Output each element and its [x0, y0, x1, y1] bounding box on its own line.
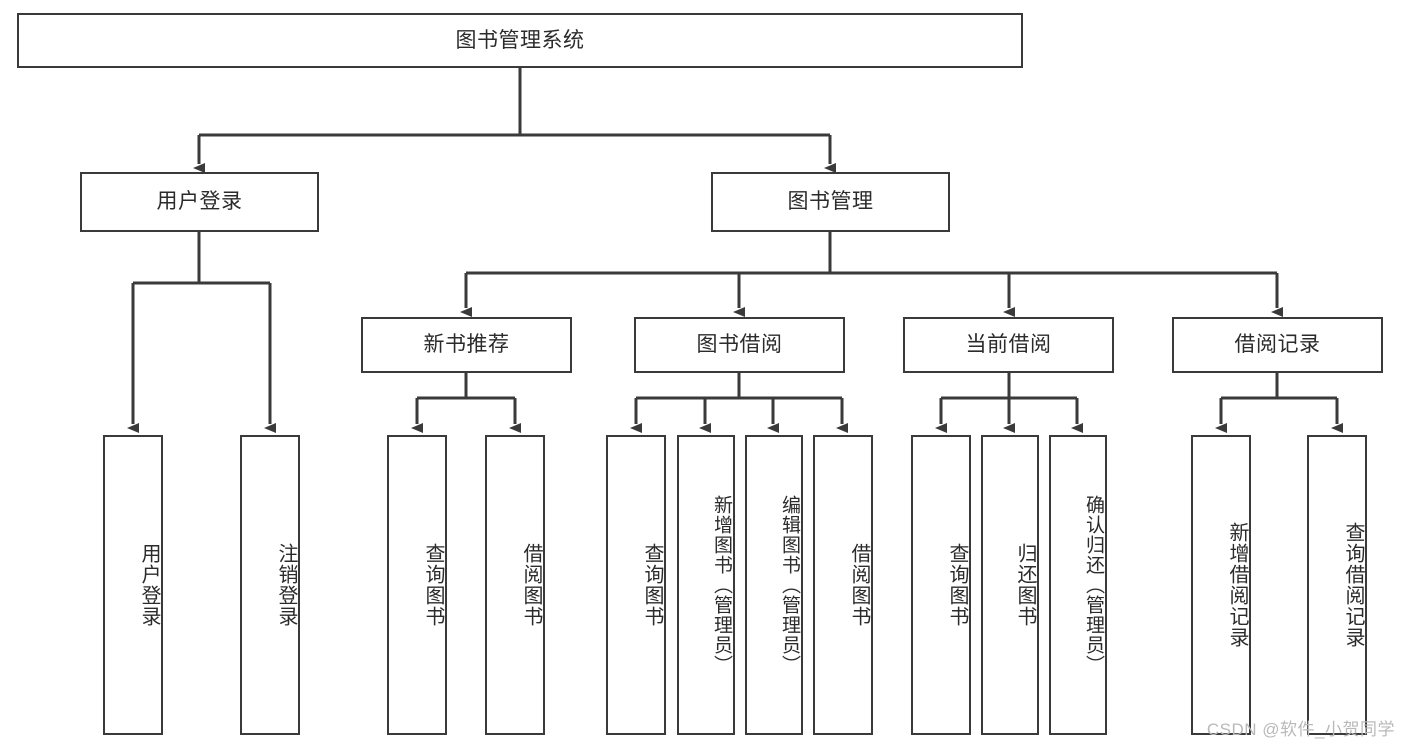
node-leaf-query-book-3[interactable]: 查询图书 [911, 435, 971, 735]
node-leaf-edit-book-label: 编辑图书（管理员） [779, 495, 800, 675]
node-user-login-label: 用户登录 [156, 190, 243, 214]
node-root[interactable]: 图书管理系统 [17, 13, 1023, 68]
node-leaf-add-book-label: 新增图书（管理员） [711, 495, 732, 675]
node-borrow-record[interactable]: 借阅记录 [1172, 317, 1383, 373]
node-leaf-add-book[interactable]: 新增图书（管理员） [677, 435, 735, 735]
node-leaf-logout-login-label: 注销登录 [275, 543, 297, 627]
node-leaf-query-book-1-label: 查询图书 [422, 543, 444, 627]
node-leaf-query-record-label: 查询借阅记录 [1342, 522, 1364, 648]
node-user-login[interactable]: 用户登录 [80, 172, 319, 232]
node-leaf-borrow-book-1[interactable]: 借阅图书 [485, 435, 545, 735]
node-leaf-borrow-book-1-label: 借阅图书 [520, 543, 542, 627]
node-leaf-user-login-label: 用户登录 [138, 543, 160, 627]
node-leaf-edit-book[interactable]: 编辑图书（管理员） [745, 435, 803, 735]
node-leaf-query-book-3-label: 查询图书 [946, 543, 968, 627]
node-leaf-add-record-label: 新增借阅记录 [1226, 522, 1248, 648]
node-leaf-return-book[interactable]: 归还图书 [981, 435, 1039, 735]
node-leaf-user-login[interactable]: 用户登录 [103, 435, 163, 735]
node-leaf-logout-login[interactable]: 注销登录 [240, 435, 300, 735]
node-leaf-return-book-label: 归还图书 [1014, 543, 1036, 627]
node-current-borrow[interactable]: 当前借阅 [903, 317, 1114, 373]
node-book-borrow-label: 图书借阅 [696, 333, 783, 357]
node-leaf-borrow-book-2[interactable]: 借阅图书 [813, 435, 873, 735]
node-new-book-recommend-label: 新书推荐 [423, 333, 510, 357]
node-current-borrow-label: 当前借阅 [965, 333, 1052, 357]
node-root-label: 图书管理系统 [455, 28, 585, 52]
node-leaf-query-record[interactable]: 查询借阅记录 [1307, 435, 1367, 735]
node-leaf-confirm-return-label: 确认归还（管理员） [1083, 495, 1104, 675]
node-leaf-query-book-2-label: 查询图书 [641, 543, 663, 627]
node-leaf-borrow-book-2-label: 借阅图书 [848, 543, 870, 627]
node-new-book-recommend[interactable]: 新书推荐 [361, 317, 572, 373]
node-leaf-add-record[interactable]: 新增借阅记录 [1191, 435, 1251, 735]
node-book-manage[interactable]: 图书管理 [711, 172, 950, 232]
node-book-borrow[interactable]: 图书借阅 [634, 317, 845, 373]
node-leaf-confirm-return[interactable]: 确认归还（管理员） [1049, 435, 1107, 735]
node-leaf-query-book-1[interactable]: 查询图书 [387, 435, 447, 735]
node-book-manage-label: 图书管理 [787, 190, 874, 214]
node-leaf-query-book-2[interactable]: 查询图书 [606, 435, 666, 735]
node-borrow-record-label: 借阅记录 [1234, 333, 1321, 357]
